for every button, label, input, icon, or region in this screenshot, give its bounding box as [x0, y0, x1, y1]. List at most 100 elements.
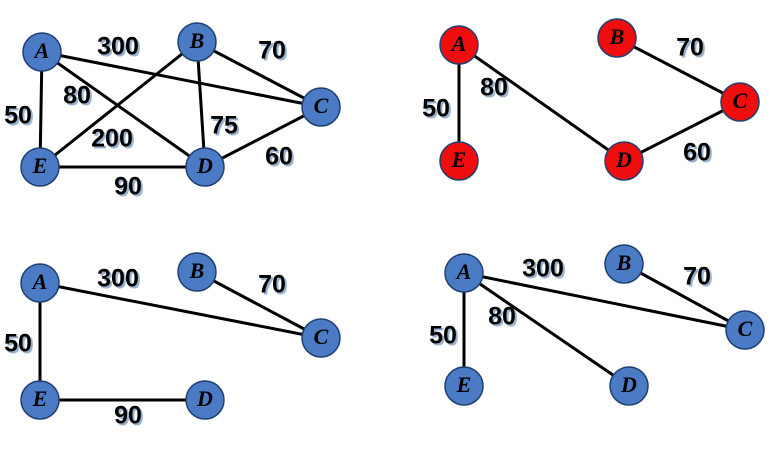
node-label-C: C — [314, 324, 329, 349]
edge-A-D — [40, 50, 207, 169]
node-B — [597, 18, 637, 58]
edge-B-C — [195, 270, 323, 340]
node-A — [20, 263, 60, 303]
edge-B-E — [38, 40, 199, 169]
node-label-E: E — [32, 386, 48, 411]
node-label-A: A — [455, 259, 472, 284]
node-C — [725, 310, 765, 350]
node-label-C: C — [733, 88, 748, 113]
edge-A-D — [457, 43, 626, 163]
node-E — [20, 147, 60, 187]
weight-label-B-D: 75 — [210, 112, 238, 140]
weight-label-shadow-A-C: 300 — [99, 267, 141, 295]
node-D — [185, 147, 225, 187]
weight-label-shadow-A-E: 50 — [6, 332, 34, 360]
weight-label-shadow-B-E: 200 — [93, 127, 135, 155]
node-label-A: A — [31, 269, 48, 294]
node-C — [301, 87, 341, 127]
edge-A-C — [40, 50, 323, 109]
node-E — [444, 366, 484, 406]
node-label-C: C — [314, 93, 329, 118]
edge-C-D — [203, 105, 323, 169]
weight-label-shadow-E-D: 90 — [116, 404, 144, 432]
edge-B-C — [195, 40, 323, 109]
node-label-B: B — [609, 24, 625, 49]
weight-label-shadow-A-E: 50 — [6, 104, 34, 132]
edge-A-D — [462, 271, 631, 388]
node-label-E: E — [456, 372, 472, 397]
node-A — [444, 253, 484, 293]
node-label-B: B — [189, 258, 205, 283]
node-label-D: D — [196, 386, 213, 411]
node-label-B: B — [616, 250, 632, 275]
weight-label-B-C: 70 — [258, 271, 286, 299]
weight-label-shadow-A-D: 80 — [65, 84, 93, 112]
weight-label-shadow-B-C: 70 — [685, 265, 713, 293]
weight-label-shadow-A-C: 300 — [99, 35, 141, 63]
node-A — [22, 32, 62, 72]
node-A — [439, 25, 479, 65]
node-label-D: D — [615, 147, 632, 172]
weight-label-shadow-A-C: 300 — [524, 257, 566, 285]
edge-A-C — [38, 281, 323, 340]
weight-label-shadow-E-D: 90 — [116, 175, 144, 203]
node-label-B: B — [189, 28, 205, 53]
node-label-D: D — [620, 372, 637, 397]
weight-label-shadow-B-C: 70 — [260, 39, 288, 67]
weight-label-shadow-C-D: 60 — [267, 145, 295, 173]
node-C — [720, 82, 760, 122]
node-label-C: C — [738, 316, 753, 341]
weight-label-B-C: 70 — [676, 34, 704, 62]
node-D — [609, 366, 649, 406]
weight-label-A-C: 300 — [97, 33, 139, 61]
weight-label-shadow-B-C: 70 — [260, 273, 288, 301]
node-D — [604, 141, 644, 181]
weight-label-shadow-A-E: 50 — [431, 324, 459, 352]
weight-label-A-E: 50 — [4, 102, 32, 130]
weight-label-A-C: 300 — [522, 255, 564, 283]
node-label-D: D — [196, 153, 213, 178]
edge-B-C — [615, 36, 742, 104]
node-label-A: A — [33, 38, 50, 63]
node-C — [301, 318, 341, 358]
weight-label-E-D: 90 — [114, 402, 142, 430]
edge-B-C — [622, 262, 747, 332]
weight-label-shadow-A-E: 50 — [424, 97, 452, 125]
weight-label-A-C: 300 — [97, 265, 139, 293]
node-E — [20, 380, 60, 420]
node-B — [604, 244, 644, 284]
weight-label-A-D: 80 — [480, 74, 508, 102]
weight-label-B-C: 70 — [683, 263, 711, 291]
weight-label-A-E: 50 — [429, 322, 457, 350]
node-label-E: E — [32, 153, 48, 178]
edge-B-D — [195, 40, 207, 169]
weight-label-shadow-A-D: 80 — [490, 305, 518, 333]
weight-label-E-D: 90 — [114, 173, 142, 201]
node-label-A: A — [450, 31, 467, 56]
node-label-E: E — [451, 147, 467, 172]
weight-label-shadow-B-D: 75 — [212, 114, 240, 142]
weight-label-A-E: 50 — [422, 95, 450, 123]
weight-label-D-C: 60 — [683, 139, 711, 167]
weight-label-B-C: 70 — [258, 37, 286, 65]
node-B — [177, 252, 217, 292]
weight-label-A-E: 50 — [4, 330, 32, 358]
weight-label-C-D: 60 — [265, 143, 293, 171]
node-B — [177, 22, 217, 62]
weight-label-shadow-B-C: 70 — [678, 36, 706, 64]
edge-A-C — [462, 271, 747, 332]
node-D — [185, 380, 225, 420]
weight-label-shadow-D-C: 60 — [685, 141, 713, 169]
weight-label-shadow-A-D: 80 — [482, 76, 510, 104]
weight-label-A-D: 80 — [63, 82, 91, 110]
node-E — [439, 141, 479, 181]
edge-D-C — [622, 100, 742, 163]
weight-label-A-D: 80 — [488, 303, 516, 331]
weight-label-B-E: 200 — [91, 125, 133, 153]
